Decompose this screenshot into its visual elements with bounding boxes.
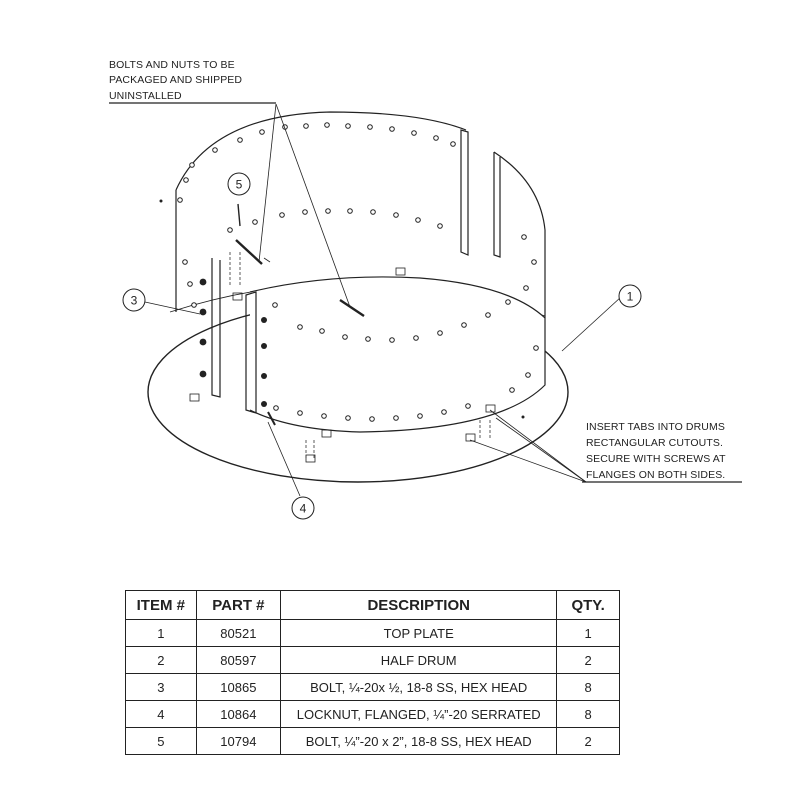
tabs-note-line1: INSERT TABS INTO DRUMS — [586, 421, 725, 433]
bom-row: 2 80597 HALF DRUM 2 — [125, 646, 620, 674]
bom-qty: 8 — [556, 700, 620, 728]
reference-dot — [521, 415, 525, 419]
leader-lines — [144, 103, 622, 497]
bom-part: 80521 — [195, 619, 282, 647]
bom-part: 10864 — [195, 700, 282, 728]
callout-1-label: 1 — [627, 290, 634, 304]
bom-item: 1 — [125, 619, 197, 647]
drum-holes-back-upper — [212, 122, 456, 153]
drum-left-flange — [211, 258, 221, 398]
tabs-note-line3: SECURE WITH SCREWS AT — [586, 453, 726, 465]
bom-item: 3 — [125, 673, 197, 701]
bom-item: 5 — [125, 727, 197, 755]
bom-qty: 1 — [556, 619, 620, 647]
reference-dot — [159, 199, 163, 203]
drum-front-left-flange — [245, 291, 257, 414]
bom-header-description: DESCRIPTION — [280, 590, 558, 620]
drum-holes-front-upper — [272, 234, 537, 343]
drum-holes-left — [177, 162, 197, 308]
tabs-note-line2: RECTANGULAR CUTOUTS. — [586, 437, 723, 449]
drum-holes-front-lower — [273, 345, 539, 422]
bom-qty: 2 — [556, 727, 620, 755]
bolts-note: BOLTS AND NUTS TO BE PACKAGED AND SHIPPE… — [109, 59, 276, 104]
tabs-note: INSERT TABS INTO DRUMS RECTANGULAR CUTOU… — [582, 421, 742, 483]
callout-4: 4 — [291, 496, 315, 520]
drum-front-fill — [250, 277, 545, 432]
callout-5-label: 5 — [236, 178, 243, 192]
plate-tabs — [189, 252, 496, 463]
callout-4-label: 4 — [300, 502, 307, 516]
callout-3-label: 3 — [131, 294, 138, 308]
bom-row: 3 10865 BOLT, ¼-20x ½, 18-8 SS, HEX HEAD… — [125, 673, 620, 701]
bom-description: HALF DRUM — [280, 646, 558, 674]
bom-qty: 2 — [556, 646, 620, 674]
drum-front-right-flange — [493, 152, 501, 258]
bom-header-row: ITEM # PART # DESCRIPTION QTY. — [125, 590, 620, 620]
bom-header-part: PART # — [195, 590, 282, 620]
bom-header-item: ITEM # — [125, 590, 197, 620]
bom-row: 1 80521 TOP PLATE 1 — [125, 619, 620, 647]
bom-row: 4 10864 LOCKNUT, FLANGED, ¼”-20 SERRATED… — [125, 700, 620, 728]
callout-1: 1 — [618, 284, 642, 308]
bom-qty: 8 — [556, 673, 620, 701]
bom-description: TOP PLATE — [280, 619, 558, 647]
bill-of-materials: ITEM # PART # DESCRIPTION QTY. 1 80521 T… — [125, 590, 620, 755]
assembly-drawing: BOLTS AND NUTS TO BE PACKAGED AND SHIPPE… — [109, 59, 742, 520]
drum-back-right-flange — [460, 129, 469, 256]
bom-item: 2 — [125, 646, 197, 674]
bom-item: 4 — [125, 700, 197, 728]
bom-header-qty: QTY. — [556, 590, 620, 620]
flange-bolts — [199, 278, 267, 407]
drum-back-fill — [176, 125, 465, 300]
drum-front-right-edge — [493, 151, 546, 318]
bom-part: 10865 — [195, 673, 282, 701]
drum-top-back-edge — [175, 111, 467, 191]
bom-description: BOLT, ¼-20x ½, 18-8 SS, HEX HEAD — [280, 673, 558, 701]
bom-description: LOCKNUT, FLANGED, ¼”-20 SERRATED — [280, 700, 558, 728]
tabs-note-line4: FLANGES ON BOTH SIDES. — [586, 469, 725, 481]
bom-part: 10794 — [195, 727, 282, 755]
bom-row: 5 10794 BOLT, ¼”-20 x 2”, 18-8 SS, HEX H… — [125, 727, 620, 755]
bolts-note-line2: PACKAGED AND SHIPPED — [109, 74, 242, 86]
drum-front-top-edge — [249, 276, 546, 319]
bom-part: 80597 — [195, 646, 282, 674]
bom-description: BOLT, ¼”-20 x 2”, 18-8 SS, HEX HEAD — [280, 727, 558, 755]
drum-holes-back-lower — [227, 208, 443, 233]
bolts-note-line1: BOLTS AND NUTS TO BE — [109, 59, 235, 71]
callout-3: 3 — [122, 288, 146, 312]
drum-front-bottom-edge — [249, 318, 546, 433]
long-bolts — [235, 203, 365, 426]
callout-5: 5 — [227, 172, 251, 196]
bolts-note-line3: UNINSTALLED — [109, 90, 182, 102]
